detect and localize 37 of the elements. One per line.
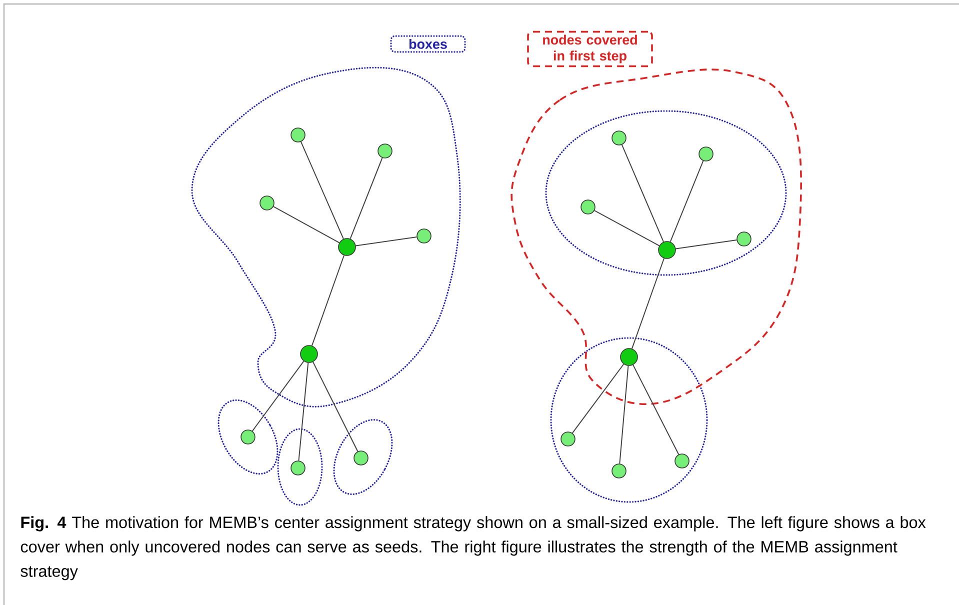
- edge-line: [621, 144, 664, 242]
- leaf-node: [698, 146, 714, 162]
- leaf-node: [580, 200, 596, 214]
- edge-line: [670, 160, 704, 242]
- leaf-node: [378, 144, 392, 158]
- edge-line: [675, 240, 738, 250]
- leaf-node: [612, 464, 626, 478]
- edge-line: [311, 254, 345, 346]
- leaf-node: [736, 232, 752, 246]
- leaf-node: [354, 450, 368, 466]
- edge-line: [619, 365, 629, 464]
- hub-node: [620, 348, 638, 366]
- edge-line: [298, 362, 309, 462]
- edge-line: [252, 360, 304, 432]
- hub-node: [300, 345, 318, 363]
- edge-line: [355, 236, 418, 246]
- edge-line: [594, 210, 660, 246]
- hub-node: [338, 238, 356, 256]
- leaf-node: [674, 454, 690, 468]
- caption: Fig. 4 The motivation for MEMB’s center assignment strategy shown on a small-sized example. The left figure shows a box cover when only uncovered nodes can serve as seeds. The right figure illustrates the strength of the MEMB assignment strategy: [20, 516, 926, 580]
- leaf-node: [560, 432, 576, 446]
- edge-line: [273, 206, 340, 244]
- hub-node: [658, 241, 676, 259]
- leaf-node: [240, 430, 256, 444]
- leaf-node: [290, 460, 306, 476]
- edge-line: [312, 361, 358, 452]
- edge-line: [631, 258, 665, 350]
- leaf-node: [290, 128, 306, 142]
- leaf-node: [612, 130, 626, 146]
- edge-line: [632, 364, 680, 455]
- edge-line: [350, 157, 383, 240]
- leaf-node: [260, 196, 274, 210]
- legend-box: nodes covered in first step: [527, 30, 653, 68]
- edge-line: [572, 364, 624, 434]
- leaf-node: [416, 228, 432, 244]
- legend-box: boxes: [390, 35, 466, 53]
- edge-line: [300, 141, 344, 240]
